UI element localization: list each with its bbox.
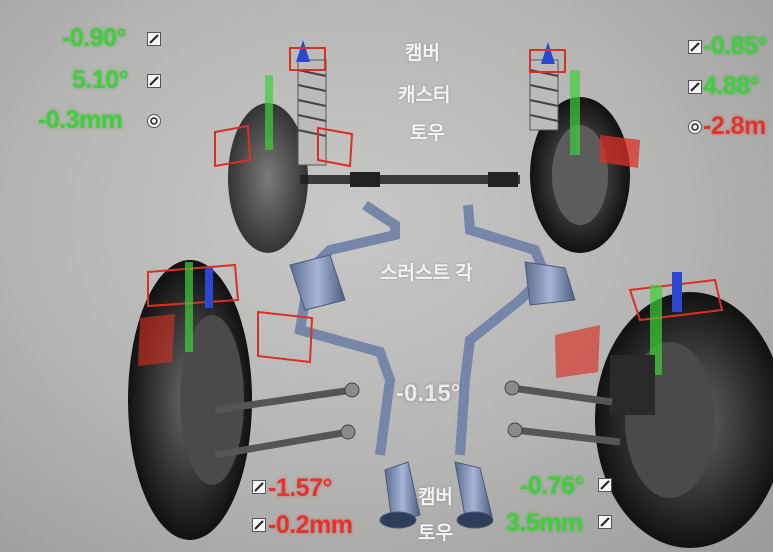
angle-icon[interactable] <box>688 80 702 94</box>
rear-right-wheel <box>511 272 773 548</box>
front-left-wheel <box>214 40 354 253</box>
front-caster-label: 캐스터 <box>398 85 451 106</box>
rear-right-camber-value: -0.76° <box>520 472 584 500</box>
rear-toe-label: 토우 <box>418 523 453 544</box>
front-right-toe-value: -2.8m <box>703 112 766 140</box>
rear-camber-label: 캠버 <box>418 487 453 508</box>
rear-left-camber-value: -1.57° <box>268 474 332 502</box>
toe-target-icon[interactable] <box>688 120 702 134</box>
rear-left-wheel <box>128 260 353 540</box>
front-right-caster-value: 4.88° <box>703 72 760 100</box>
toe-target-icon[interactable] <box>147 114 161 128</box>
angle-icon[interactable] <box>598 515 612 529</box>
angle-icon[interactable] <box>252 480 266 494</box>
front-left-toe-value: -0.3mm <box>38 106 123 134</box>
front-right-camber-value: -0.85° <box>703 32 767 60</box>
angle-icon[interactable] <box>598 478 612 492</box>
angle-icon[interactable] <box>252 518 266 532</box>
front-toe-label: 토우 <box>410 123 445 144</box>
front-camber-label: 캠버 <box>405 43 440 64</box>
front-axle <box>300 172 520 187</box>
angle-icon[interactable] <box>147 74 161 88</box>
front-left-caster-value: 5.10° <box>72 66 129 94</box>
angle-icon[interactable] <box>147 32 161 46</box>
bushings <box>340 380 523 440</box>
front-right-wheel <box>529 42 640 253</box>
angle-icon[interactable] <box>688 40 702 54</box>
rear-left-toe-value: -0.2mm <box>268 511 353 539</box>
rear-right-toe-value: 3.5mm <box>506 509 583 537</box>
front-left-camber-value: -0.90° <box>62 24 126 52</box>
thrust-angle-label: 스러스트 각 <box>380 263 473 284</box>
exhaust-system <box>289 200 576 529</box>
thrust-angle-value: -0.15° <box>396 380 461 407</box>
